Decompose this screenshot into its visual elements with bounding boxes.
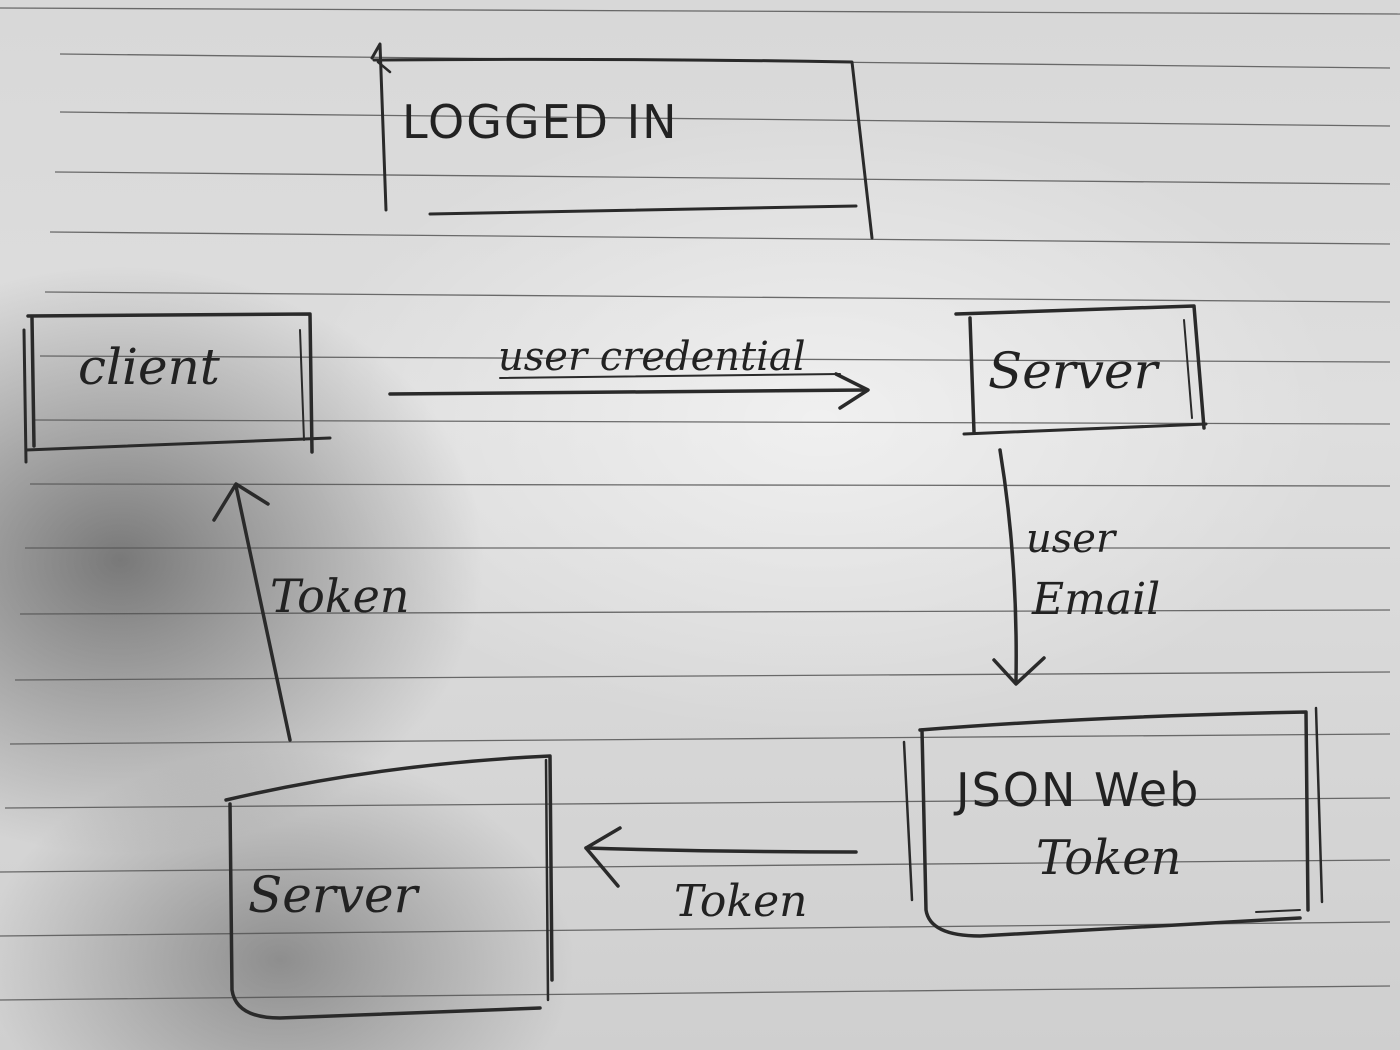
token-left-label: Token	[270, 569, 410, 623]
client-box: client	[22, 312, 332, 464]
credential-label: user credential	[498, 334, 806, 380]
token-left-arrow: Token	[212, 482, 410, 742]
credential-arrow: user credential	[388, 334, 870, 410]
logged-in-box: LOGGED IN	[370, 42, 874, 240]
server-bottom-label: Server	[248, 866, 421, 924]
server-top-box: Server	[954, 304, 1208, 436]
server-top-label: Server	[988, 342, 1161, 400]
token-bottom-arrow: Token	[584, 826, 858, 927]
jwt-label-line2: Token	[1036, 830, 1182, 886]
token-bottom-label: Token	[674, 876, 807, 927]
jwt-label-line1: JSON Web	[953, 763, 1200, 817]
ruled-lines	[0, 7, 1400, 1001]
logged-in-label: LOGGED IN	[402, 95, 679, 149]
server-bottom-box: Server	[224, 754, 554, 1020]
email-label-line1: user	[1026, 516, 1118, 562]
jwt-box: JSON Web Token	[902, 706, 1324, 938]
email-label-line2: Email	[1031, 574, 1160, 625]
email-arrow: user Email	[992, 448, 1160, 686]
client-label: client	[78, 338, 221, 396]
